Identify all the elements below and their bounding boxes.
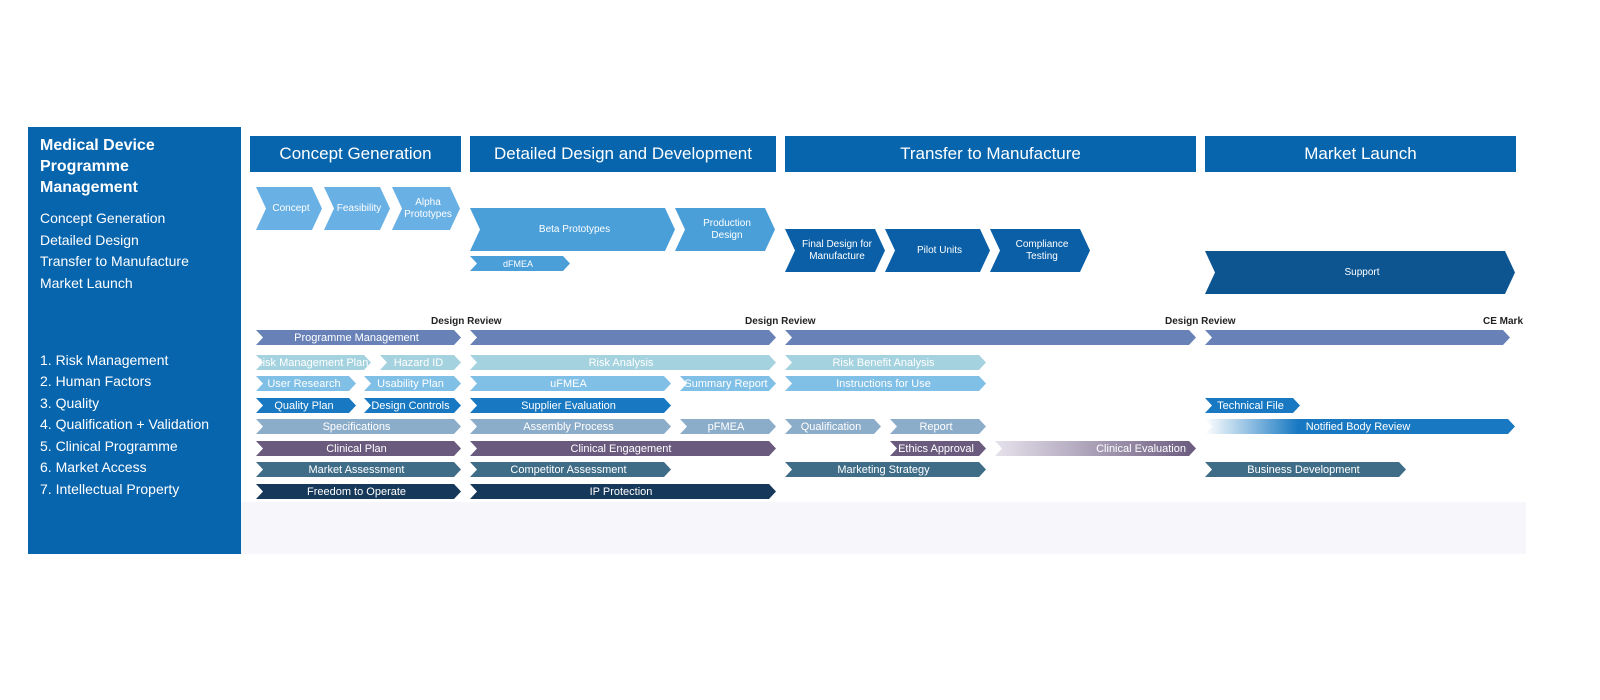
bar-hazard-id: Hazard ID bbox=[380, 355, 461, 370]
bar-clinical-evaluation: Clinical Evaluation bbox=[995, 441, 1196, 456]
chevron-concept: Concept bbox=[256, 187, 322, 230]
bar-notified-body-review: Notified Body Review bbox=[1205, 419, 1515, 434]
milestone-ce-mark: CE Mark bbox=[1483, 316, 1524, 327]
bar-design-controls: Design Controls bbox=[364, 398, 461, 413]
bar-dfmea: dFMEA bbox=[470, 256, 570, 271]
bar-ethics-approval: Ethics Approval bbox=[890, 441, 986, 456]
bar-competitor-assessment: Competitor Assessment bbox=[470, 462, 671, 477]
bar-business-development: Business Development bbox=[1205, 462, 1406, 477]
bar-risk-management-plan: Risk Management Plan bbox=[256, 355, 371, 370]
workstream-ip: 7. Intellectual Property bbox=[40, 481, 180, 497]
sidebar-phase-concept: Concept Generation bbox=[40, 210, 166, 226]
bar-clinical-engagement: Clinical Engagement bbox=[470, 441, 776, 456]
bar-summary-report: Summary Report bbox=[680, 376, 776, 391]
bar-clinical-plan: Clinical Plan bbox=[256, 441, 461, 456]
diagram-background bbox=[241, 502, 1526, 554]
sidebar-phase-launch: Market Launch bbox=[40, 275, 133, 291]
bar-quality-plan: Quality Plan bbox=[256, 398, 356, 413]
bar-marketing-strategy: Marketing Strategy bbox=[785, 462, 986, 477]
bar-risk-benefit-analysis: Risk Benefit Analysis bbox=[785, 355, 986, 370]
bar-specifications: Specifications bbox=[256, 419, 461, 434]
bar-report: Report bbox=[890, 419, 986, 434]
bar-risk-analysis: Risk Analysis bbox=[470, 355, 776, 370]
phase-header-concept: Concept Generation bbox=[250, 136, 461, 172]
milestone-design-review-3: Design Review bbox=[1165, 316, 1236, 327]
chevron-feasibility: Feasibility bbox=[324, 187, 390, 230]
workstream-human-factors: 2. Human Factors bbox=[40, 373, 152, 389]
bar-ufmea: uFMEA bbox=[470, 376, 671, 391]
chevron-production-design: Production Design bbox=[675, 208, 775, 251]
milestone-design-review-2: Design Review bbox=[745, 316, 816, 327]
chevron-beta-prototypes: Beta Prototypes bbox=[470, 208, 675, 251]
sidebar-panel: Medical Device Programme Management Conc… bbox=[28, 127, 241, 554]
bar-freedom-to-operate: Freedom to Operate bbox=[256, 484, 461, 499]
milestone-design-review-1: Design Review bbox=[431, 316, 502, 327]
bar-assembly-process: Assembly Process bbox=[470, 419, 671, 434]
bar-qualification: Qualification bbox=[785, 419, 881, 434]
workstream-qualification: 4. Qualification + Validation bbox=[40, 416, 210, 432]
bar-usability-plan: Usability Plan bbox=[364, 376, 461, 391]
bar-programme-launch bbox=[1205, 330, 1510, 345]
bar-market-assessment: Market Assessment bbox=[256, 462, 461, 477]
bar-ip-protection: IP Protection bbox=[470, 484, 776, 499]
phase-header-transfer: Transfer to Manufacture bbox=[785, 136, 1196, 172]
bar-technical-file: Technical File bbox=[1205, 398, 1300, 413]
bar-user-research: User Research bbox=[256, 376, 356, 391]
chevron-compliance-testing: Compliance Testing bbox=[990, 229, 1090, 272]
phase-header-detailed-design: Detailed Design and Development bbox=[470, 136, 776, 172]
chevron-pilot-units: Pilot Units bbox=[885, 229, 990, 272]
chevron-alpha-prototypes: Alpha Prototypes bbox=[392, 187, 460, 230]
workstream-risk: 1. Risk Management bbox=[40, 352, 169, 368]
sidebar-phase-detailed-design: Detailed Design bbox=[40, 232, 139, 248]
phase-header-market-launch: Market Launch bbox=[1205, 136, 1516, 172]
bar-programme-transfer bbox=[785, 330, 1196, 345]
bar-supplier-evaluation: Supplier Evaluation bbox=[470, 398, 671, 413]
sidebar-title: Medical Device Programme Management bbox=[40, 137, 155, 196]
bar-pfmea: pFMEA bbox=[680, 419, 776, 434]
workstream-clinical: 5. Clinical Programme bbox=[40, 438, 178, 454]
bar-instructions-for-use: Instructions for Use bbox=[785, 376, 986, 391]
workstream-market-access: 6. Market Access bbox=[40, 459, 147, 475]
workstream-quality: 3. Quality bbox=[40, 395, 100, 411]
sidebar-phase-transfer: Transfer to Manufacture bbox=[40, 253, 189, 269]
chevron-final-design: Final Design for Manufacture bbox=[785, 229, 885, 272]
chevron-support: Support bbox=[1205, 251, 1515, 294]
bar-programme-management: Programme Management bbox=[256, 330, 461, 345]
bar-programme-detailed bbox=[470, 330, 776, 345]
